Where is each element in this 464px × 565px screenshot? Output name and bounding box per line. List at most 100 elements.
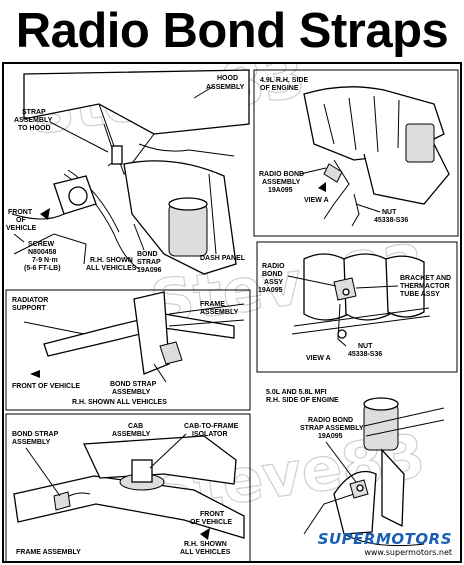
svg-text:(5-6 FT-LB): (5-6 FT-LB) <box>24 265 61 272</box>
svg-text:R.H. SHOWN: R.H. SHOWN <box>90 257 133 264</box>
svg-text:R.H. SIDE OF ENGINE: R.H. SIDE OF ENGINE <box>266 397 339 404</box>
svg-text:OF: OF <box>16 217 26 224</box>
svg-text:ASSEMBLY: ASSEMBLY <box>112 389 151 396</box>
svg-text:45338-S36: 45338-S36 <box>374 217 408 224</box>
svg-text:SCREW: SCREW <box>28 241 54 248</box>
radiator-support-label: RADIATOR SUPPORT <box>12 297 48 312</box>
svg-text:ALL VEHICLES: ALL VEHICLES <box>86 265 137 272</box>
svg-text:BOND STRAP: BOND STRAP <box>12 431 59 438</box>
svg-text:R.H. SHOWN: R.H. SHOWN <box>184 541 227 548</box>
svg-text:ISOLATOR: ISOLATOR <box>192 431 228 438</box>
svg-text:4.9L R.H. SIDE: 4.9L R.H. SIDE <box>260 77 308 84</box>
front-arrow-icon <box>40 208 50 220</box>
svg-text:R.H. SHOWN ALL VEHICLES: R.H. SHOWN ALL VEHICLES <box>72 399 167 406</box>
nut-label-2: NUT 45338-S36 <box>348 343 382 358</box>
svg-text:ASSEMBLY: ASSEMBLY <box>12 439 51 446</box>
front-of-vehicle-label-2: FRONT OF VEHICLE <box>12 383 80 390</box>
svg-text:SUPPORT: SUPPORT <box>12 305 47 312</box>
page-title: Radio Bond Straps <box>15 4 449 58</box>
svg-text:THERMACTOR: THERMACTOR <box>400 283 450 290</box>
hood-assembly-label: HOOD ASSEMBLY <box>193 75 245 99</box>
svg-text:5.0L AND 5.8L MFI: 5.0L AND 5.8L MFI <box>266 389 327 396</box>
front-arrow-icon <box>200 528 210 540</box>
svg-text:ASSY: ASSY <box>264 279 283 286</box>
svg-text:NUT: NUT <box>382 209 397 216</box>
bond-strap-assembly-label-2: BOND STRAP ASSEMBLY <box>12 431 61 497</box>
nut-label-1: NUT 45338-S36 <box>355 203 408 224</box>
svg-text:STRAP: STRAP <box>22 109 46 116</box>
view-a-label-1: VIEW A <box>304 197 329 204</box>
svg-text:OF ENGINE: OF ENGINE <box>260 85 299 92</box>
svg-text:TO HOOD: TO HOOD <box>18 125 51 132</box>
svg-text:RADIO BOND: RADIO BOND <box>259 171 304 178</box>
panel-frame-engine-49 <box>253 69 459 237</box>
svg-text:DASH PANEL: DASH PANEL <box>200 255 246 262</box>
bracket-thermactor-label: BRACKET AND THERMACTOR TUBE ASSY <box>355 275 451 298</box>
svg-text:FRAME: FRAME <box>200 301 225 308</box>
diagram-sheet: Steve83 Steve83 Steve83 HOOD ASSEMBLY ST… <box>2 62 462 563</box>
svg-text:RADIO BOND: RADIO BOND <box>308 417 353 424</box>
strap-assembly-to-hood-label: STRAP ASSEMBLY TO HOOD <box>14 109 109 153</box>
front-arrow-icon <box>30 370 40 378</box>
svg-text:19A095: 19A095 <box>268 187 293 194</box>
engine-bay-illustration <box>11 69 250 275</box>
frame-assembly-label-2: FRAME ASSEMBLY <box>16 549 81 556</box>
svg-text:VIEW A: VIEW A <box>306 355 331 362</box>
engine-50-side-label: 5.0L AND 5.8L MFI R.H. SIDE OF ENGINE <box>266 389 339 404</box>
svg-text:ASSEMBLY: ASSEMBLY <box>112 431 151 438</box>
engine-49-side-label: 4.9L R.H. SIDE OF ENGINE <box>260 77 308 92</box>
svg-text:BOND: BOND <box>137 251 158 258</box>
svg-text:7-9 N·m: 7-9 N·m <box>32 257 58 264</box>
svg-text:OF VEHICLE: OF VEHICLE <box>190 519 232 526</box>
svg-text:FRONT: FRONT <box>200 511 225 518</box>
svg-text:N800458: N800458 <box>28 249 57 256</box>
svg-text:FRONT: FRONT <box>8 209 33 216</box>
svg-text:ASSEMBLY: ASSEMBLY <box>14 117 53 124</box>
svg-text:BOND STRAP: BOND STRAP <box>110 381 157 388</box>
svg-text:19A095: 19A095 <box>318 433 343 440</box>
svg-text:CAB: CAB <box>128 423 143 430</box>
svg-text:BOND: BOND <box>262 271 283 278</box>
logo-name: SUPERMOTORS <box>317 530 452 548</box>
svg-text:ASSEMBLY: ASSEMBLY <box>200 309 239 316</box>
view-a-label-2: VIEW A <box>306 355 331 362</box>
svg-text:FRONT OF VEHICLE: FRONT OF VEHICLE <box>12 383 80 390</box>
rh-shown-label-2: R.H. SHOWN ALL VEHICLES <box>72 399 167 406</box>
radio-bond-assembly-label-1: RADIO BOND ASSEMBLY 19A095 <box>259 167 327 194</box>
svg-text:19A096: 19A096 <box>137 267 162 274</box>
svg-text:BRACKET AND: BRACKET AND <box>400 275 451 282</box>
front-of-vehicle-label-3: FRONT OF VEHICLE <box>190 511 232 526</box>
svg-text:ASSEMBLY: ASSEMBLY <box>206 84 245 91</box>
radio-bond-strap-assembly-label: RADIO BOND STRAP ASSEMBLY 19A095 <box>300 417 364 483</box>
engine-49-illustration <box>303 86 450 227</box>
svg-text:45338-S36: 45338-S36 <box>348 351 382 358</box>
svg-text:CAB-TO-FRAME: CAB-TO-FRAME <box>184 423 239 430</box>
svg-text:ALL VEHICLES: ALL VEHICLES <box>180 549 231 556</box>
svg-text:NUT: NUT <box>358 343 373 350</box>
cab-frame-illustration <box>13 435 245 540</box>
cab-assembly-label: CAB ASSEMBLY <box>112 423 151 438</box>
bond-strap-label: BOND STRAP 19A096 <box>133 223 162 274</box>
diagram-canvas: Steve83 Steve83 Steve83 HOOD ASSEMBLY ST… <box>5 64 459 561</box>
supermotors-logo: SUPERMOTORS www.supermotors.net <box>318 530 452 557</box>
svg-text:VEHICLE: VEHICLE <box>6 225 37 232</box>
panel-frame-frame <box>5 289 251 411</box>
svg-text:FRAME ASSEMBLY: FRAME ASSEMBLY <box>16 549 81 556</box>
svg-text:TUBE ASSY: TUBE ASSY <box>400 291 440 298</box>
logo-url: www.supermotors.net <box>364 548 452 557</box>
svg-text:ASSEMBLY: ASSEMBLY <box>262 179 301 186</box>
rh-shown-label-1: R.H. SHOWN ALL VEHICLES <box>86 257 137 272</box>
bond-strap-assembly-label-1: BOND STRAP ASSEMBLY <box>110 381 157 396</box>
frame-illustration <box>23 291 245 383</box>
panel-frame-view-a <box>256 241 458 373</box>
svg-text:HOOD: HOOD <box>217 75 238 82</box>
view-a-illustration <box>291 253 431 347</box>
svg-text:VIEW A: VIEW A <box>304 197 329 204</box>
svg-text:19A095: 19A095 <box>258 287 283 294</box>
screw-label: SCREW N800458 7-9 N·m (5-6 FT-LB) <box>13 233 61 272</box>
rh-shown-label-3: R.H. SHOWN ALL VEHICLES <box>180 541 231 556</box>
cab-to-frame-isolator-label: CAB-TO-FRAME ISOLATOR <box>149 423 239 469</box>
view-a-arrow-icon <box>318 182 326 192</box>
engine-50-illustration <box>303 397 445 547</box>
dash-panel-label: DASH PANEL <box>200 173 246 262</box>
